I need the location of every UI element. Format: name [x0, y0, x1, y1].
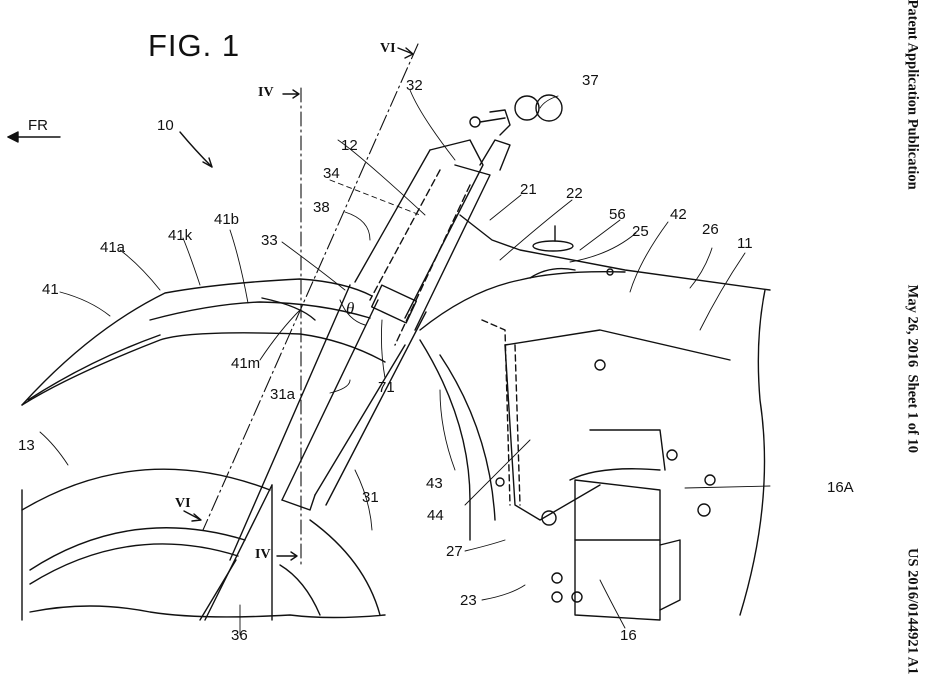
- ref-31: 31: [362, 489, 379, 506]
- section-arrow-vi-top: [397, 47, 414, 59]
- ref-36: 36: [231, 627, 248, 644]
- ref-43: 43: [426, 475, 443, 492]
- handlebar-37: [469, 94, 563, 171]
- ref-42: 42: [670, 206, 687, 223]
- section-arrow-vi-bottom: [183, 510, 202, 522]
- ref-41a: 41a: [100, 239, 126, 256]
- ref-10: 10: [157, 117, 174, 134]
- patent-header: Patent Application Publication May 26, 2…: [904, 0, 921, 675]
- figure-title: FIG. 1: [148, 28, 241, 63]
- leader-10-arrowhead: [202, 157, 213, 168]
- ref-44: 44: [427, 507, 444, 524]
- ref-34: 34: [323, 165, 340, 182]
- front-direction-arrow: [7, 131, 61, 143]
- section-line-vi: [202, 43, 419, 531]
- leader-10: [179, 131, 213, 168]
- ref-11: 11: [737, 235, 753, 252]
- ref-56: 56: [609, 206, 626, 223]
- ref-41: 41: [42, 281, 59, 298]
- section-label-iv-top: IV: [258, 85, 274, 100]
- front-fender-41: [21, 278, 386, 406]
- header-date-sheet: May 26, 2016 Sheet 1 of 10: [904, 284, 921, 453]
- ref-16: 16: [620, 627, 637, 644]
- radiator-shroud: [419, 319, 731, 541]
- ref-26: 26: [702, 221, 719, 238]
- section-label-vi-top: VI: [380, 41, 396, 56]
- section-arrow-iv-bottom: [276, 551, 298, 561]
- ref-21: 21: [520, 181, 537, 198]
- ref-37: 37: [582, 72, 599, 89]
- ref-33: 33: [261, 232, 278, 249]
- front-fork-31: [199, 284, 427, 621]
- ref-38: 38: [313, 199, 330, 216]
- section-label-vi-bottom: VI: [175, 496, 191, 511]
- angle-theta-arc: [339, 299, 366, 326]
- ref-23: 23: [460, 592, 477, 609]
- engine-16: [551, 429, 716, 621]
- ref-22: 22: [566, 185, 583, 202]
- front-wheel-13: [21, 468, 386, 621]
- ref-12: 12: [341, 137, 358, 154]
- ref-41m: 41m: [231, 355, 261, 372]
- ref-32: 32: [406, 77, 423, 94]
- direction-label: FR: [28, 117, 48, 134]
- ref-25: 25: [632, 223, 649, 240]
- ref-41b: 41b: [214, 211, 240, 228]
- ref-71: 71: [378, 379, 395, 396]
- ref-13: 13: [18, 437, 35, 454]
- header-publication-number: US 2016/0144921 A1: [904, 547, 921, 675]
- ref-16A: 16A: [827, 479, 854, 496]
- ref-31a: 31a: [270, 386, 296, 403]
- frame-body: [419, 214, 771, 616]
- head-pipe-12: [354, 139, 491, 346]
- ref-27: 27: [446, 543, 463, 560]
- section-arrow-iv-top: [282, 89, 300, 99]
- ref-41k: 41k: [168, 227, 193, 244]
- header-publication-type: Patent Application Publication: [904, 0, 921, 190]
- angle-label-theta: θ: [346, 299, 355, 318]
- reference-leaders: [39, 89, 771, 636]
- section-label-iv-bottom: IV: [255, 547, 271, 562]
